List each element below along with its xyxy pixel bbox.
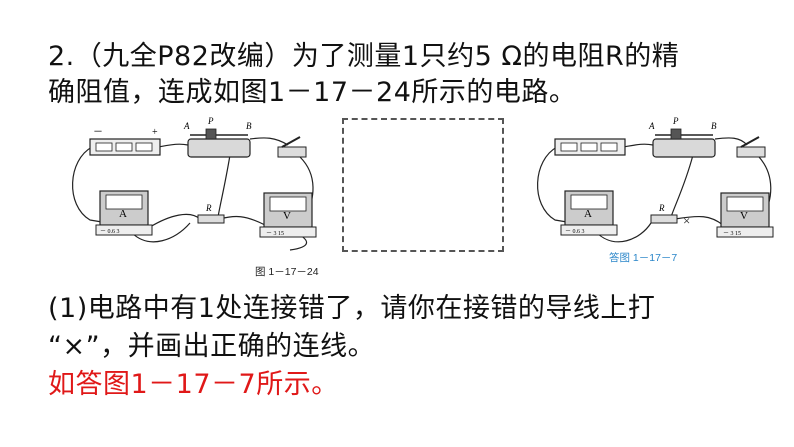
ammeter-terminals: － 0.6 3 bbox=[565, 229, 585, 235]
circuit-figure-original: － + A P B A － 0.6 3 R V － 3 15 bbox=[72, 116, 317, 251]
resistor: R bbox=[197, 203, 225, 224]
slider-p-label: P bbox=[672, 116, 679, 126]
voltmeter: V － 3 15 bbox=[716, 192, 774, 238]
ammeter: A － 0.6 3 bbox=[95, 190, 153, 236]
circuit-figure-answer: A P B A － 0.6 3 R × V － 3 15 bbox=[537, 116, 774, 243]
voltmeter: V － 3 15 bbox=[259, 192, 317, 238]
battery-box bbox=[554, 138, 626, 156]
battery-plus-label: + bbox=[152, 127, 158, 138]
battery-minus-label: － bbox=[93, 127, 103, 138]
switch bbox=[736, 136, 766, 158]
ammeter-label: A bbox=[119, 208, 127, 220]
battery-box: － + bbox=[89, 127, 161, 156]
wire bbox=[670, 154, 694, 218]
wire bbox=[149, 213, 201, 228]
ammeter-terminals: － 0.6 3 bbox=[100, 229, 120, 235]
wire bbox=[622, 143, 654, 148]
wire bbox=[714, 137, 748, 146]
switch bbox=[277, 136, 307, 158]
wire bbox=[596, 222, 652, 243]
question-line-2: 确阻值，连成如图1－17－24所示的电路。 bbox=[48, 77, 577, 108]
terminal-a-label: A bbox=[183, 121, 190, 131]
figure-caption-answer: 答图 1－17－7 bbox=[609, 252, 678, 264]
wire bbox=[537, 146, 574, 224]
voltmeter-terminals: － 3 15 bbox=[723, 231, 741, 237]
wire bbox=[157, 143, 189, 148]
voltmeter-label: V bbox=[740, 210, 748, 222]
resistor-label: R bbox=[205, 203, 212, 213]
wire bbox=[249, 137, 289, 146]
rheostat: A P B bbox=[183, 116, 252, 158]
wire bbox=[131, 222, 191, 243]
ammeter: A － 0.6 3 bbox=[560, 190, 618, 236]
wire bbox=[72, 146, 109, 224]
part1-line-1: (1)电路中有1处连接错了，请你在接错的导线上打 bbox=[48, 293, 656, 324]
resistor: R bbox=[650, 203, 678, 224]
ammeter-label: A bbox=[584, 208, 592, 220]
terminal-b-label: B bbox=[246, 121, 252, 131]
resistor-label: R bbox=[658, 203, 665, 213]
figure-caption-original: 图 1－17－24 bbox=[255, 266, 319, 278]
question-line-1: 2.（九全P82改编）为了测量1只约5 Ω的电阻R的精 bbox=[48, 41, 680, 72]
wire bbox=[217, 154, 231, 218]
wire bbox=[674, 215, 724, 226]
slider-p-label: P bbox=[207, 116, 214, 126]
answer-text: 如答图1－17－7所示。 bbox=[48, 369, 339, 400]
wire bbox=[219, 215, 266, 226]
part1-line-2: “×”，并画出正确的连线。 bbox=[48, 331, 376, 362]
circuit-diagram-answer-box bbox=[342, 118, 504, 252]
rheostat: A P B bbox=[648, 116, 717, 158]
voltmeter-label: V bbox=[283, 210, 291, 222]
terminal-b-label: B bbox=[711, 121, 717, 131]
voltmeter-terminals: － 3 15 bbox=[266, 231, 284, 237]
terminal-a-label: A bbox=[648, 121, 655, 131]
cross-mark: × bbox=[683, 213, 690, 228]
